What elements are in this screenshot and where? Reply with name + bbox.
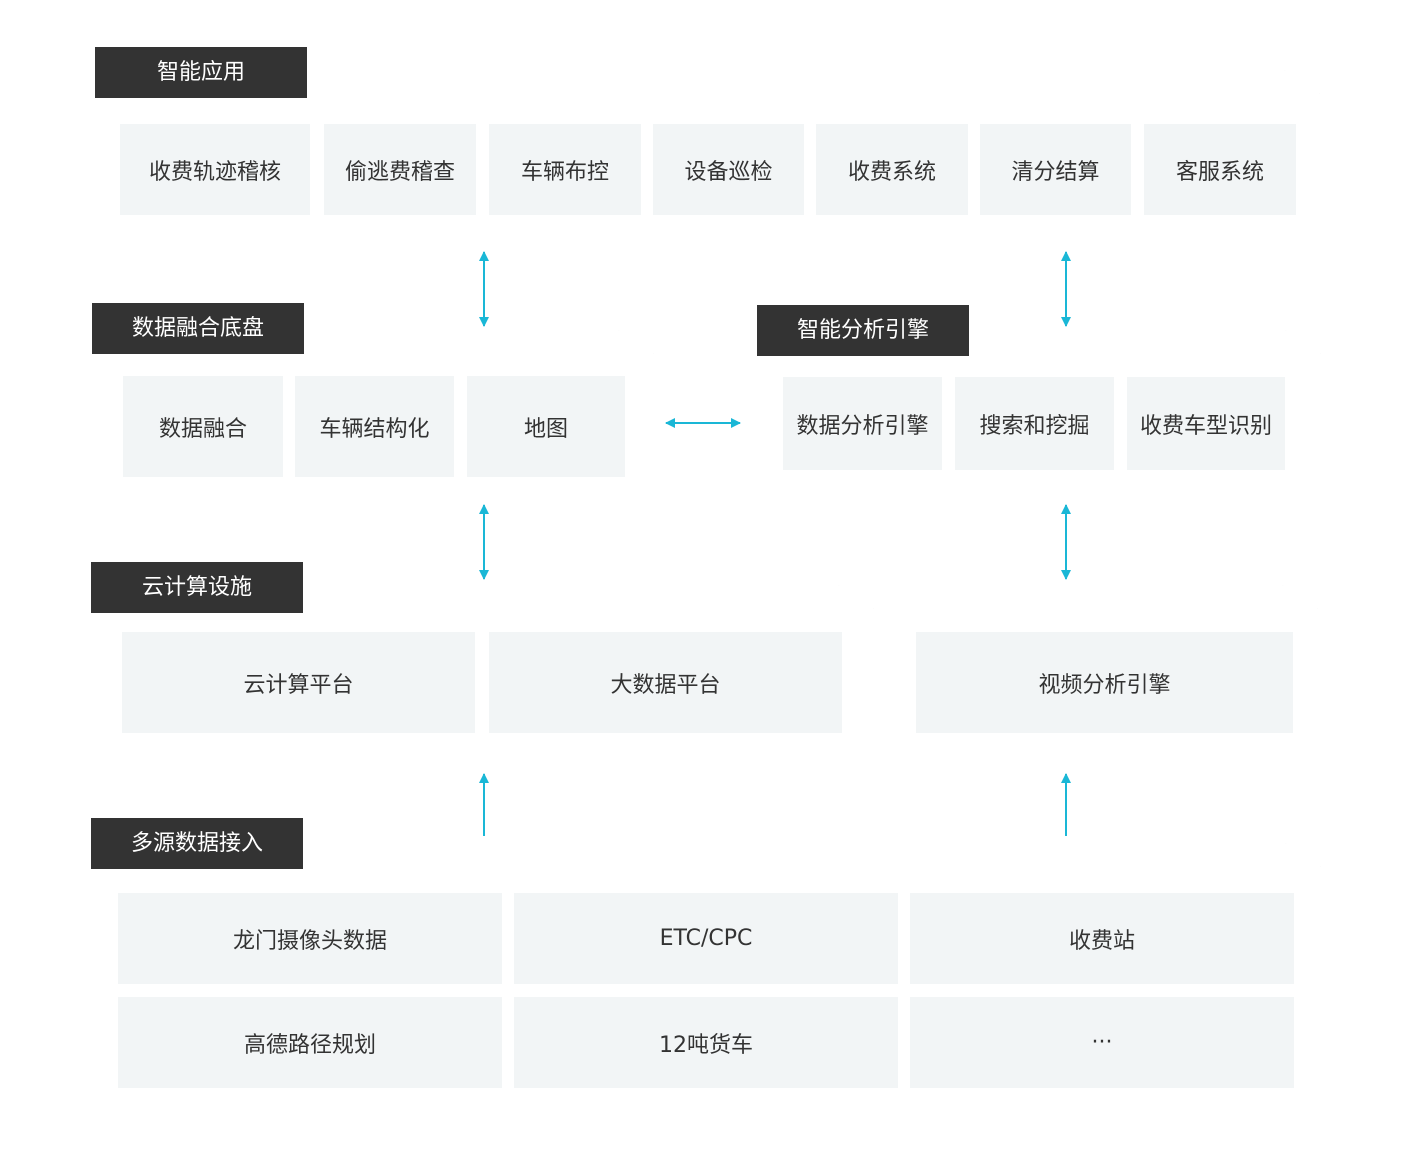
app-item-toll-system: 收费系统	[816, 124, 968, 215]
source-item-toll-station: 收费站	[910, 893, 1294, 984]
cloud-item-cloud-platform: 云计算平台	[122, 632, 475, 733]
app-item-customer-service: 客服系统	[1144, 124, 1296, 215]
fusion-title: 数据融合底盘	[92, 303, 304, 354]
analysis-title: 智能分析引擎	[757, 305, 969, 356]
source-item-amap-route: 高德路径规划	[118, 997, 502, 1088]
fusion-item-vehicle-structuring: 车辆结构化	[295, 376, 454, 477]
cloud-title: 云计算设施	[91, 562, 303, 613]
source-item-etc-cpc: ETC/CPC	[514, 893, 898, 984]
analysis-item-vehicle-type-recognition: 收费车型识别	[1127, 377, 1285, 470]
cloud-item-bigdata-platform: 大数据平台	[489, 632, 842, 733]
app-item-evasion-check: 偷逃费稽查	[324, 124, 476, 215]
app-item-vehicle-control: 车辆布控	[489, 124, 641, 215]
sources-title: 多源数据接入	[91, 818, 303, 869]
source-item-12t-truck: 12吨货车	[514, 997, 898, 1088]
app-item-device-patrol: 设备巡检	[653, 124, 804, 215]
source-item-more: ···	[910, 997, 1294, 1088]
fusion-item-data-fusion: 数据融合	[123, 376, 283, 477]
video-item-video-analysis-engine: 视频分析引擎	[916, 632, 1293, 733]
source-item-gantry-camera: 龙门摄像头数据	[118, 893, 502, 984]
analysis-item-search-mining: 搜索和挖掘	[955, 377, 1114, 470]
fusion-item-map: 地图	[467, 376, 625, 477]
apps-title: 智能应用	[95, 47, 307, 98]
analysis-item-data-analysis-engine: 数据分析引擎	[783, 377, 942, 470]
app-item-trajectory-audit: 收费轨迹稽核	[120, 124, 310, 215]
app-item-clearing: 清分结算	[980, 124, 1131, 215]
